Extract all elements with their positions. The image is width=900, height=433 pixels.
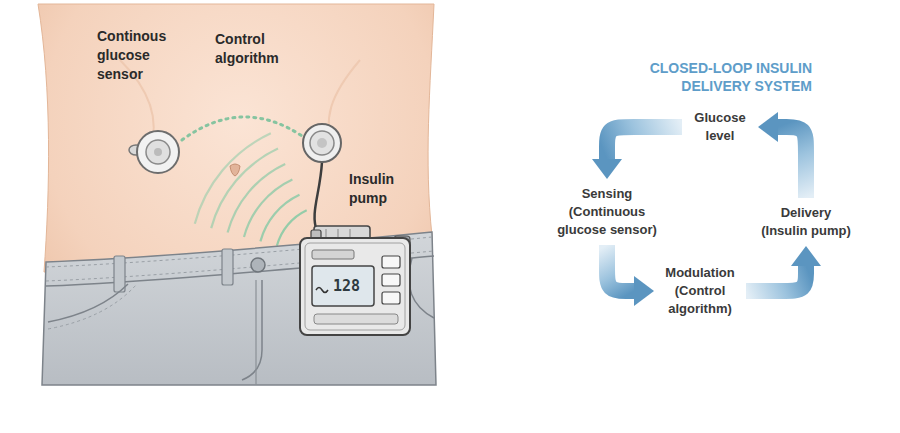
- glucose-sensor-inner: [146, 140, 170, 164]
- jeans: [42, 232, 436, 385]
- cycle-step: Sensing (Continuous glucose sensor): [553, 185, 661, 239]
- part-label: Insulin pump: [349, 170, 411, 208]
- sensor-tab: [129, 145, 143, 155]
- jeans-pocket: [48, 284, 128, 322]
- jeans-stitch: [46, 237, 432, 267]
- belt-loop: [114, 256, 125, 292]
- signal-wave: [195, 133, 271, 224]
- glucose-sensor-core: [154, 148, 162, 156]
- jeans-stitch: [48, 285, 136, 329]
- jeans-pocket: [409, 258, 434, 318]
- jeans-waistband: [46, 256, 434, 286]
- jeans-fly: [242, 280, 262, 380]
- jeans-seam: [255, 280, 256, 385]
- signal-wave: [260, 195, 299, 242]
- pump-screen: [312, 266, 374, 306]
- step-text: Delivery (Insulin pump): [759, 204, 854, 240]
- cycle-arrow: [746, 266, 806, 291]
- diagram-title: CLOSED-LOOP INSULIN DELIVERY SYSTEM: [634, 59, 812, 95]
- pump-bevel: [305, 243, 405, 330]
- cycle-step: Delivery (Insulin pump): [759, 204, 854, 240]
- pump-button: [382, 274, 400, 286]
- signal-wave: [211, 149, 278, 229]
- skin-shading: [329, 60, 360, 150]
- jeans-button: [251, 258, 265, 272]
- cycle-arrow: [607, 245, 634, 291]
- infusion-patch-inner: [310, 131, 334, 155]
- pump-base: [314, 314, 398, 324]
- glucose-sensor: [137, 131, 179, 173]
- cycle-step: Modulation (Control algorithm): [660, 264, 740, 318]
- infusion-tube: [315, 162, 322, 232]
- step-text: Sensing (Continuous glucose sensor): [553, 185, 661, 239]
- signal-wave: [228, 164, 286, 233]
- screen-glyph: [316, 288, 328, 293]
- cycle-arrow: [607, 127, 682, 159]
- part-label: Continous glucose sensor: [97, 27, 185, 84]
- cycle-step: Glucose level: [688, 109, 752, 145]
- signal-wave: [244, 179, 292, 237]
- step-text: Glucose level: [688, 109, 752, 145]
- step-text: Modulation (Control algorithm): [660, 264, 740, 318]
- pump-button: [382, 256, 400, 268]
- torso-skin: [38, 4, 434, 272]
- insulin-pump: [300, 238, 410, 335]
- pump-cartridge: [314, 226, 370, 241]
- navel: [230, 164, 240, 176]
- tube-connector: [311, 230, 321, 240]
- pump-display-reading: 128: [333, 277, 369, 295]
- infusion-patch: [303, 124, 341, 162]
- pump-clip: [394, 236, 410, 280]
- infusion-patch-core: [317, 138, 327, 148]
- belt-loop: [222, 249, 233, 285]
- pump-strip: [312, 250, 354, 259]
- cartridge-ridges: [326, 229, 350, 238]
- wireless-link: [182, 117, 302, 140]
- signal-wave: [277, 210, 307, 246]
- cycle-arrow: [778, 127, 806, 198]
- jeans-stitch: [46, 251, 434, 281]
- pump-button: [382, 292, 400, 304]
- part-label: Control algorithm: [215, 30, 291, 68]
